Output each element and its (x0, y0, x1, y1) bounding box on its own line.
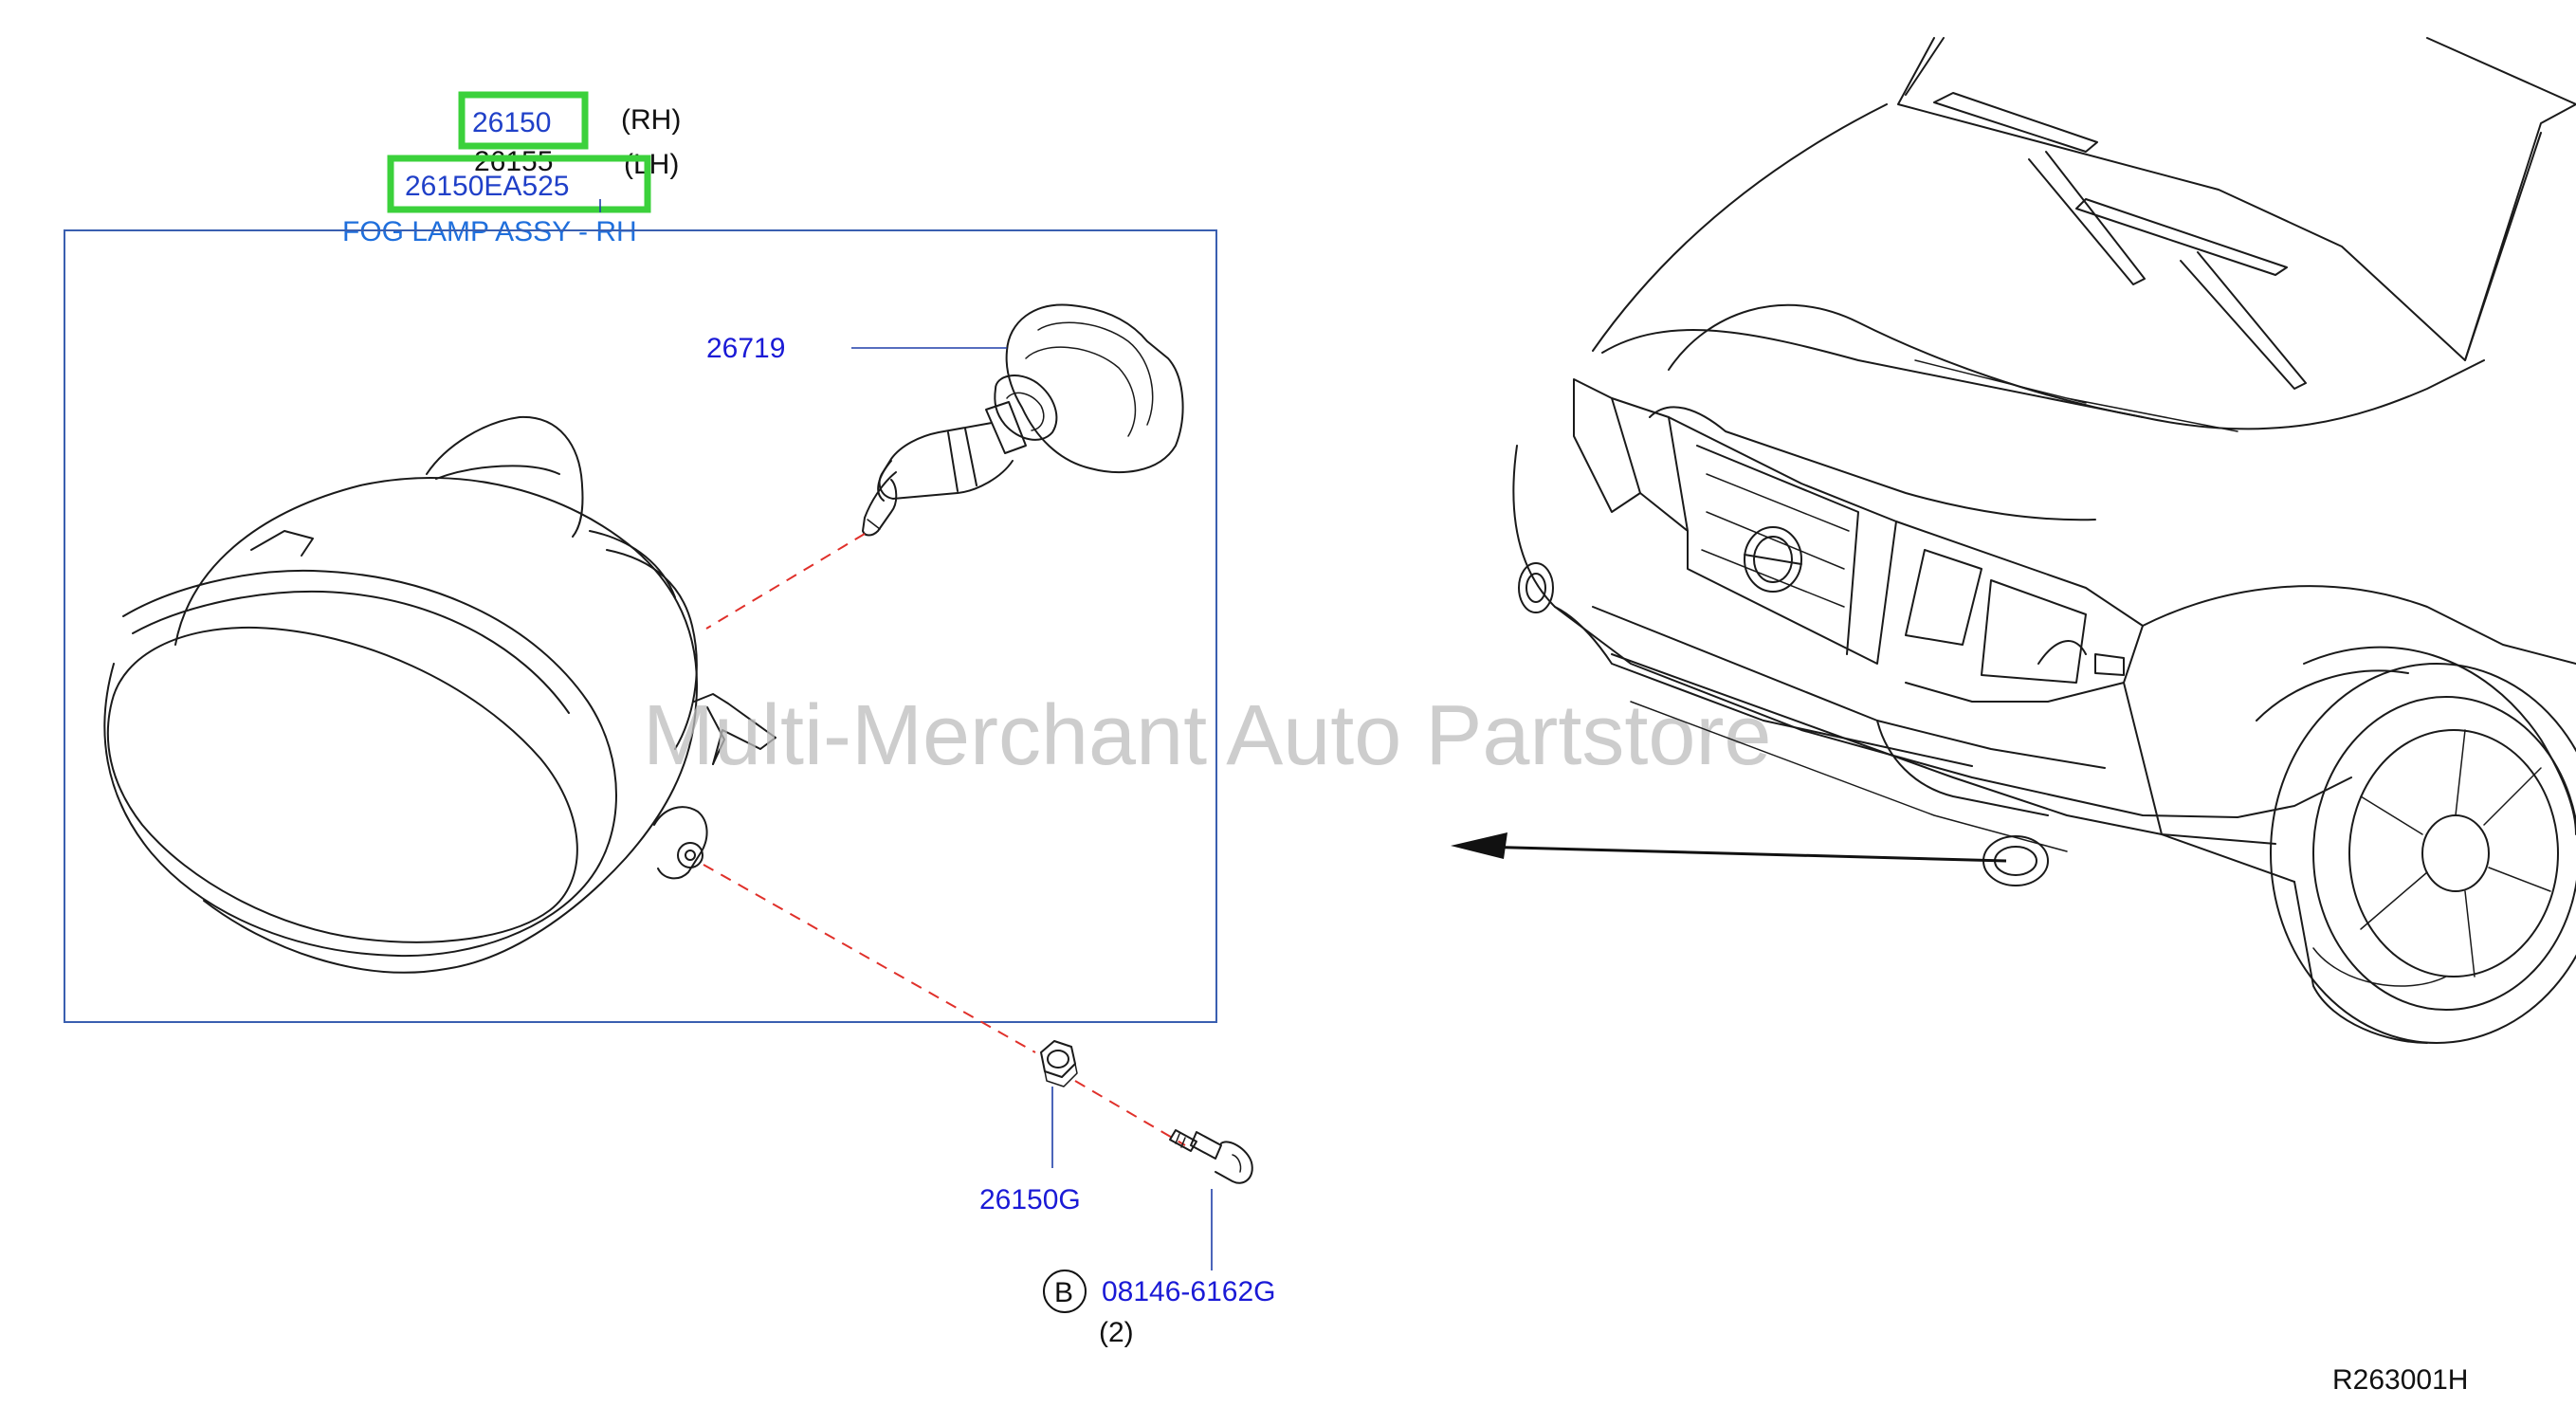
part-number-header: 26150 (RH) 26155 (LH) 26150EA525 FOG LAM… (342, 91, 681, 247)
rh-part-highlight[interactable] (458, 91, 589, 150)
vehicle-illustration (1512, 37, 2576, 1044)
nut-callout[interactable]: 26150G (979, 1184, 1081, 1215)
nut-illustration[interactable] (1040, 1040, 1078, 1087)
bolt-callout-group[interactable]: B 08146-6162G (2) (1043, 1270, 1276, 1348)
bolt-quantity: (2) (1099, 1317, 1134, 1348)
bulb-illustration[interactable] (862, 303, 1184, 537)
location-arrow (1451, 832, 2007, 863)
diagram-reference-code: R263001H (2332, 1364, 2468, 1396)
rh-part-number[interactable]: 26150 (472, 107, 551, 138)
bolt-illustration[interactable] (1169, 1129, 1253, 1184)
bulb-callout[interactable]: 26719 (706, 333, 785, 364)
bolt-dashed-leader (1074, 1080, 1186, 1146)
fog-lamp-illustration[interactable] (103, 415, 776, 974)
lh-side-label: (LH) (624, 149, 679, 180)
assembly-frame (64, 229, 1217, 1023)
oem-part-number[interactable]: 26150EA525 (405, 171, 570, 202)
bolt-badge-letter: B (1054, 1277, 1073, 1308)
bolt-callout[interactable]: 08146-6162G (1102, 1276, 1276, 1307)
assembly-title: FOG LAMP ASSY - RH (342, 216, 637, 247)
watermark: Multi-Merchant Auto Partstore (643, 688, 1771, 783)
bulb-dashed-leader (705, 533, 866, 630)
nut-dashed-leader (703, 864, 1036, 1053)
bolt-badge-circle (1043, 1270, 1087, 1313)
oem-part-highlight[interactable] (387, 155, 651, 213)
rh-side-label: (RH) (621, 104, 681, 136)
